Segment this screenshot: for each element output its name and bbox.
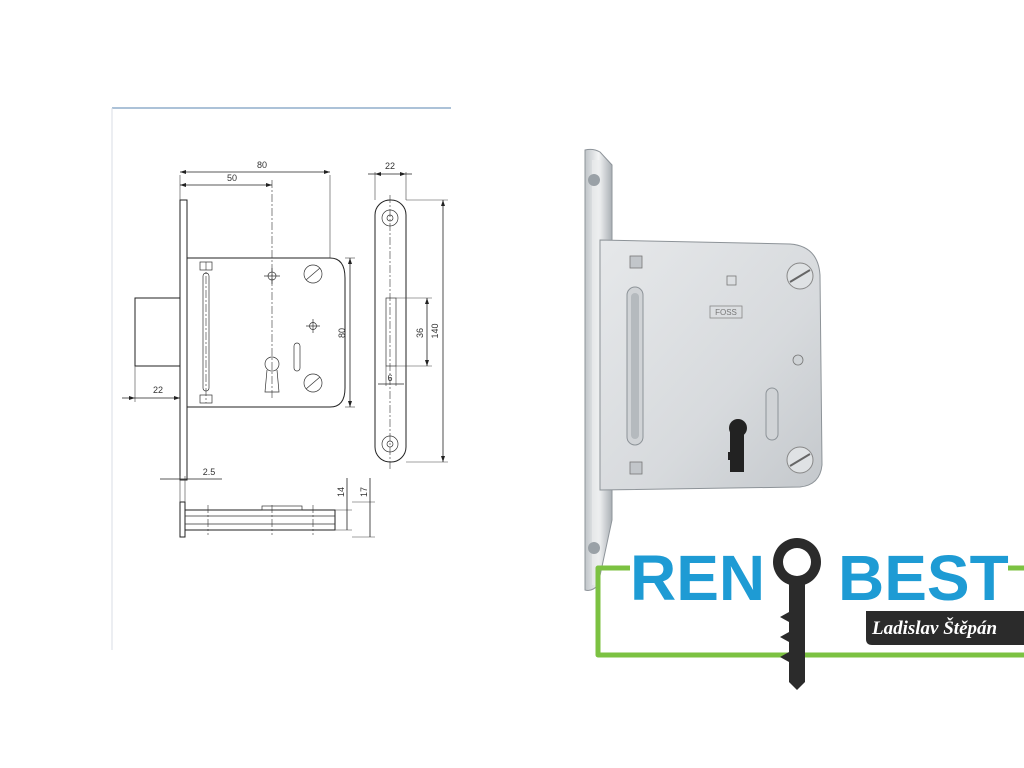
logo-frame <box>595 565 1024 658</box>
screw-top <box>303 264 323 284</box>
dim-faceplate-length: 140 <box>430 323 440 338</box>
latch-opening <box>385 297 397 367</box>
dim-latch-height: 36 <box>415 328 425 338</box>
bottom-view: 2.5 14 17 <box>160 467 375 538</box>
dim-height: 80 <box>337 328 347 338</box>
dim-backset: 50 <box>227 173 237 183</box>
front-view: 80 50 80 22 <box>122 160 355 481</box>
faceplate-view: 22 140 36 6 <box>368 161 448 470</box>
dim-latch-width: 6 <box>387 373 392 383</box>
dim-faceplate-offset: 22 <box>153 385 163 395</box>
logo-brand-right: BEST <box>838 542 1009 614</box>
dim-faceplate-width: 22 <box>385 161 395 171</box>
owner-name: Ladislav Štěpán <box>871 617 997 639</box>
faceplate <box>374 199 407 463</box>
lock-case <box>186 257 346 408</box>
owner-badge <box>866 611 1024 645</box>
screw-bottom <box>303 373 323 393</box>
latch-stub <box>134 297 181 367</box>
dim-total-depth: 17 <box>359 487 369 497</box>
dim-overall-width: 80 <box>257 160 267 170</box>
photo-stamp: FOSS <box>715 308 737 317</box>
key-icon <box>773 538 821 690</box>
dim-case-depth: 14 <box>336 487 346 497</box>
case-section <box>184 509 336 531</box>
keyhole <box>264 356 280 372</box>
dim-plate-thickness: 2.5 <box>203 467 216 477</box>
logo-brand-left: REN <box>630 542 765 614</box>
